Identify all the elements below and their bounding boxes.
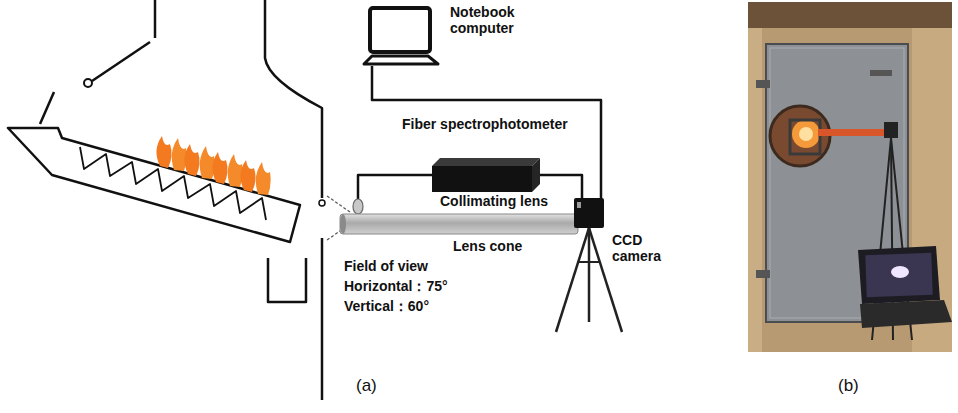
box-side	[532, 158, 540, 192]
box-top	[432, 158, 540, 166]
camera-body	[884, 122, 898, 138]
flame	[212, 152, 227, 184]
furnace-walls	[92, 0, 322, 400]
cone-tube	[340, 214, 578, 234]
label-holder: Field of view	[344, 258, 428, 274]
poker-bar	[40, 92, 54, 124]
collimating-lens-outline	[351, 199, 365, 214]
probe-mount	[790, 120, 820, 154]
tripod-leg	[556, 228, 589, 332]
node-label: Fiber spectrophotometer	[402, 116, 568, 132]
port-edge	[319, 200, 325, 206]
camera-body	[574, 198, 604, 228]
photo-laptop-screen	[858, 246, 940, 304]
laptop-icon: Notebook computer	[362, 6, 440, 66]
field-of-view-label: Field of view	[344, 258, 428, 274]
wood-frame	[748, 28, 762, 352]
collimating-lens: Collimating lens	[351, 199, 365, 214]
signal-cable	[358, 175, 432, 199]
node-label: Lens cone	[453, 238, 522, 254]
screen-flame	[891, 266, 909, 278]
door-latch	[870, 70, 892, 76]
label-holder: (a)	[356, 376, 377, 396]
flame	[256, 162, 271, 195]
angle-label: Horizontal：75°	[344, 278, 448, 294]
camera-port	[577, 202, 581, 208]
label-holder: Vertical：60°	[344, 298, 429, 314]
door-hinge	[756, 270, 770, 278]
lens-cone-rod	[818, 129, 890, 136]
grate-trough	[8, 128, 300, 242]
cone-end	[340, 214, 346, 234]
ash-hopper	[268, 258, 306, 302]
flame	[240, 160, 255, 192]
hinge-circle	[84, 79, 92, 87]
fov-line	[327, 196, 350, 212]
panel-caption: (a)	[356, 376, 377, 396]
door-hinge	[756, 80, 770, 88]
tripod-clamp	[578, 261, 600, 263]
lens-glass	[353, 199, 363, 214]
lens-cone: Lens cone	[340, 214, 578, 234]
ccd-camera: CCD camera	[574, 198, 604, 228]
ccd-camera-outline	[574, 198, 604, 228]
ceiling-beam	[748, 2, 952, 28]
box-front	[432, 166, 532, 192]
flames	[156, 136, 270, 195]
laptop-screen	[370, 8, 430, 52]
spectrophotometer-box-outline	[432, 158, 540, 192]
node-label: CCD camera	[612, 232, 674, 264]
furnace-wall	[154, 0, 157, 38]
spectrophotometer-box: Fiber spectrophotometer	[432, 158, 540, 192]
flame	[228, 154, 243, 187]
node-label: Notebook computer	[450, 4, 550, 36]
label-holder: (b)	[838, 376, 859, 396]
flame	[200, 146, 215, 179]
laptop-icon-outline	[362, 6, 440, 66]
node-label: Collimating lens	[440, 193, 548, 209]
screen-image	[865, 253, 932, 297]
furnace-wall	[265, 0, 322, 198]
angle-label: Vertical：60°	[344, 298, 429, 314]
panel-caption: (b)	[838, 376, 859, 396]
furnace-flap	[92, 42, 150, 81]
flame	[156, 136, 171, 168]
flame	[172, 138, 187, 171]
grate-outline	[8, 128, 300, 242]
label-holder: Horizontal：75°	[344, 278, 448, 294]
port-glow	[792, 120, 820, 148]
port-glow	[799, 127, 813, 141]
photo-laptop-base	[860, 300, 952, 328]
laptop-base	[364, 56, 438, 64]
flame	[184, 144, 199, 176]
lens-cone-outline	[340, 214, 578, 234]
tripod-leg	[588, 228, 591, 322]
photo-background	[748, 2, 952, 352]
furnace-wall	[321, 238, 324, 400]
signal-cable	[372, 66, 601, 198]
